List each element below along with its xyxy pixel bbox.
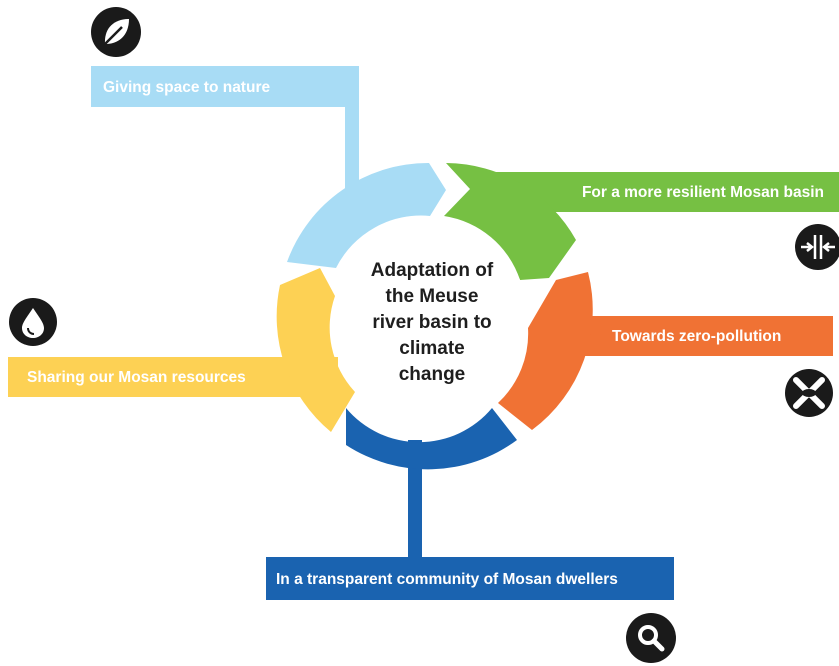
nature-label: Giving space to nature (103, 79, 270, 96)
center-title-line-1: Adaptation of (371, 260, 494, 281)
center-title-line-4: climate (399, 338, 464, 359)
community-band (266, 440, 674, 600)
center-title: Adaptation of the Meuse river basin to c… (371, 260, 494, 385)
resources-label: Sharing our Mosan resources (27, 369, 246, 386)
center-title-line-3: river basin to (372, 312, 491, 333)
center-title-line-5: change (399, 364, 466, 385)
leaf-icon (91, 7, 141, 57)
ring-segment-resilient (444, 163, 576, 280)
resources-band (8, 357, 338, 397)
resilient-label: For a more resilient Mosan basin (582, 184, 824, 201)
compress-arrows-icon (795, 224, 839, 270)
ring-segment-nature (287, 162, 446, 268)
nature-band (91, 66, 359, 190)
ring-segment-community (346, 408, 517, 470)
ring-segment-resources (276, 268, 355, 432)
pollution-label: Towards zero-pollution (612, 328, 781, 345)
community-label: In a transparent community of Mosan dwel… (276, 571, 618, 588)
water-drop-icon (9, 298, 57, 346)
no-pollution-icon (785, 369, 833, 417)
magnifier-icon (626, 613, 676, 663)
ring-segment-pollution (498, 272, 593, 430)
pollution-band (545, 316, 833, 356)
center-title-line-2: the Meuse (386, 286, 479, 307)
center-circle (336, 222, 528, 414)
